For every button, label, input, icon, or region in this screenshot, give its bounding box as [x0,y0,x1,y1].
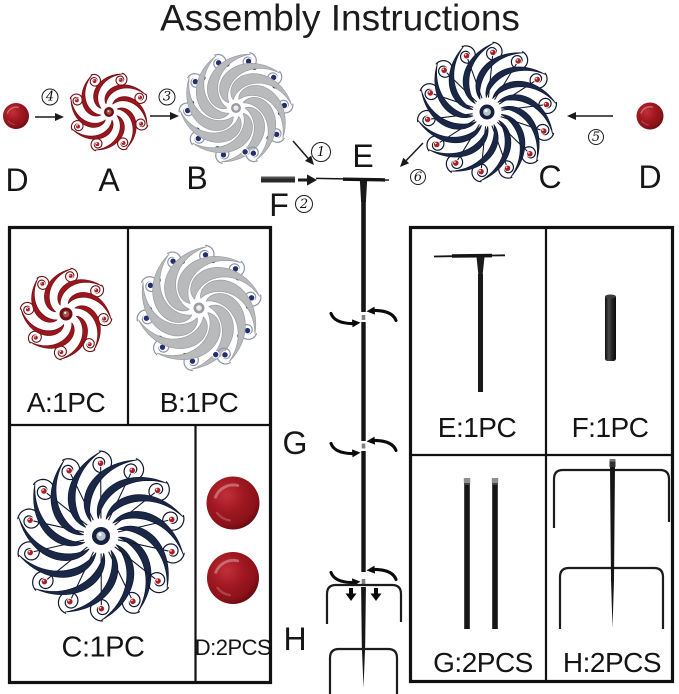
qty-label-b: B:1PC [159,387,239,418]
qty-label-d: D:2PCS [194,635,272,660]
stake-h-upper-icon [325,583,403,624]
step-3-badge: 3 [158,88,176,106]
label-part-d-left: D [5,162,29,198]
step-5-number: 5 [591,129,601,145]
down-arrow-left-icon [345,588,357,601]
stake-h-lower-icon [328,647,399,694]
arrow-step6-icon [400,142,424,167]
ball-d1-icon [206,476,260,530]
label-part-h: H [283,621,307,657]
pinwheel-a-large-icon [19,267,113,361]
pole-e-icon [433,253,506,392]
qty-label-g: G:2PCS [433,647,533,678]
step-4-number: 4 [45,89,55,105]
qty-label-e: E:1PC [437,412,517,443]
step-6-badge: 6 [410,169,426,185]
ball-d-right-icon [636,102,664,130]
parts-box-right [433,253,671,629]
label-part-c: C [538,159,562,195]
qty-label-h: H:2PCS [562,647,662,678]
rotation-arrows-top-icon [329,306,398,328]
arrow-step5-icon [567,111,613,121]
assembly-step-row [3,41,664,186]
parts-box-left [17,244,262,622]
label-part-f: F [269,187,289,223]
parts-boxes [7,225,675,685]
rotation-arrows-middle-icon [329,436,398,458]
arrow-step4-icon [35,112,64,122]
page-title: Assembly Instructions [160,0,520,39]
step-4-badge: 4 [41,88,59,106]
label-part-a: A [98,162,120,198]
step-5-badge: 5 [588,129,604,145]
qty-label-a: A:1PC [26,387,106,418]
arrow-step1-icon [292,140,314,165]
step-3-number: 3 [162,89,172,105]
qty-label-c: C:1PC [61,631,145,664]
arrow-step3-icon [150,111,179,121]
step-2-number: 2 [299,196,309,212]
step-1-number: 1 [316,144,326,160]
pinwheel-c-icon [416,41,558,183]
arrow-step2-icon [298,174,317,186]
rod-f-icon [261,176,295,183]
rods-g-icon [463,478,499,629]
qty-label-f: F:1PC [571,412,649,443]
label-part-b: B [186,160,208,196]
step-1-badge: 1 [311,142,331,162]
pinwheel-c-large-icon [17,450,185,622]
pinwheel-b-icon [178,52,294,164]
ball-d-left-icon [3,103,29,129]
pinwheel-a-icon [69,72,149,152]
label-part-d-right: D [638,159,662,195]
tube-f-icon [605,294,616,361]
ball-d2-icon [207,552,259,604]
down-arrow-right-icon [370,588,382,601]
center-pole-assembly [315,177,403,694]
step-2-badge: 2 [295,195,313,213]
label-part-g: G [282,425,308,461]
pinwheel-b-large-icon [136,244,262,372]
stake-h-icon [552,459,671,629]
label-part-e: E [352,138,374,174]
step-6-number: 6 [413,169,423,185]
